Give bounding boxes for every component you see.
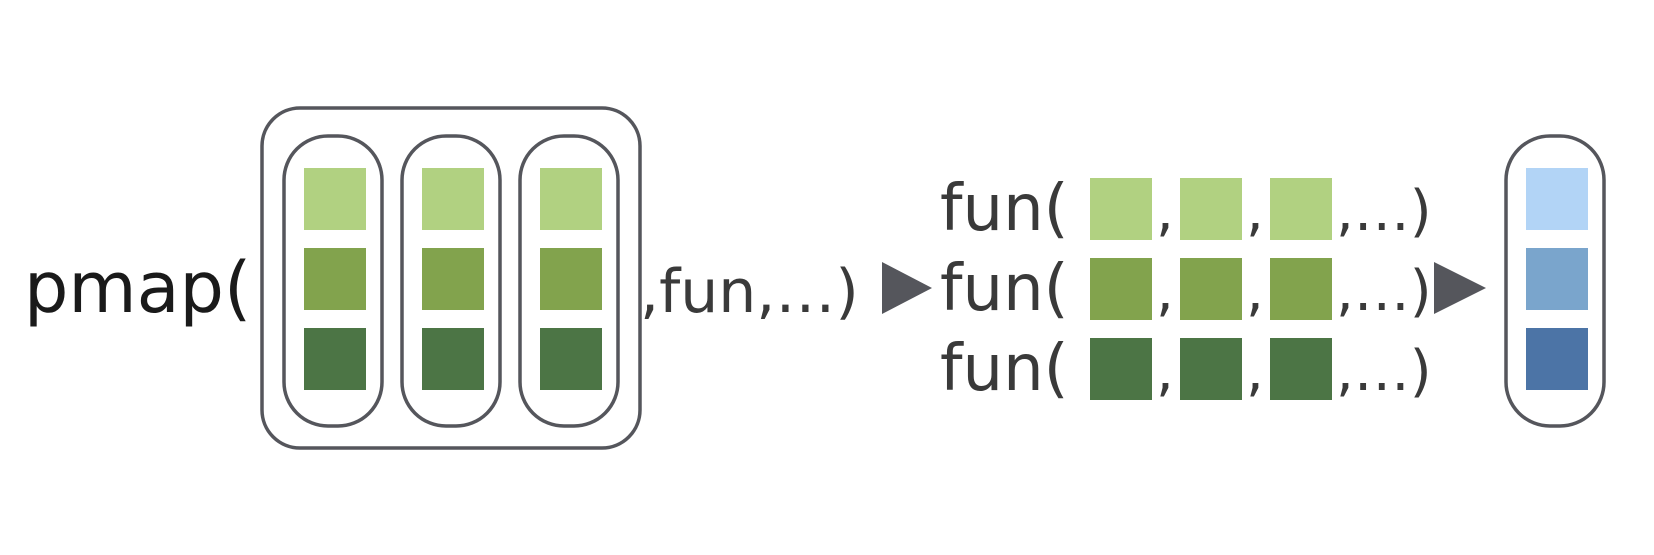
input-list-container [260, 106, 642, 450]
comma-label: , [1246, 339, 1264, 404]
comma-label: , [1246, 259, 1264, 324]
comma-label: , [1156, 259, 1174, 324]
fun-rows: fun(,, ,…) fun(,, ,…) fun(,, ,…) [940, 172, 1432, 406]
pmap-call-label: pmap( [24, 247, 251, 329]
input-square [422, 248, 484, 310]
fun-row-1: fun(,, ,…) [940, 172, 1432, 246]
input-square [422, 328, 484, 390]
vector-2 [400, 134, 502, 428]
row-tail-label: ,…) [1336, 339, 1432, 404]
vector-3 [518, 134, 620, 428]
arg-square [1270, 178, 1332, 240]
arg-square [1270, 338, 1332, 400]
row-tail-label: ,…) [1336, 259, 1432, 324]
comma-label: , [1156, 339, 1174, 404]
arg-square [1090, 258, 1152, 320]
tail-args-label: ,fun,…) [640, 257, 859, 327]
fun-row-3: fun(,, ,…) [940, 332, 1432, 406]
arg-square [1270, 258, 1332, 320]
vector-outline [400, 134, 502, 428]
arrow-to-rows-icon [882, 262, 932, 314]
vector-1 [282, 134, 384, 428]
fun-open-label: fun( [940, 172, 1069, 246]
input-square [540, 248, 602, 310]
input-square [540, 328, 602, 390]
output-square [1526, 328, 1588, 390]
input-square [422, 168, 484, 230]
arg-square [1090, 178, 1152, 240]
fun-open-label: fun( [940, 252, 1069, 326]
fun-open-label: fun( [940, 332, 1069, 406]
arg-square [1180, 258, 1242, 320]
comma-label: , [1156, 179, 1174, 244]
fun-row-2: fun(,, ,…) [940, 252, 1432, 326]
input-vectors [282, 134, 620, 428]
comma-label: , [1246, 179, 1264, 244]
output-squares [1526, 168, 1588, 390]
input-square [304, 168, 366, 230]
output-square [1526, 168, 1588, 230]
arrow-to-output-icon [1434, 262, 1486, 314]
input-square [540, 168, 602, 230]
arg-square [1090, 338, 1152, 400]
input-square [304, 328, 366, 390]
vector-outline [282, 134, 384, 428]
output-vector-container [1504, 134, 1606, 428]
vector-outline [518, 134, 620, 428]
row-tail-label: ,…) [1336, 179, 1432, 244]
output-square [1526, 248, 1588, 310]
input-square [304, 248, 366, 310]
arg-square [1180, 338, 1242, 400]
arg-square [1180, 178, 1242, 240]
